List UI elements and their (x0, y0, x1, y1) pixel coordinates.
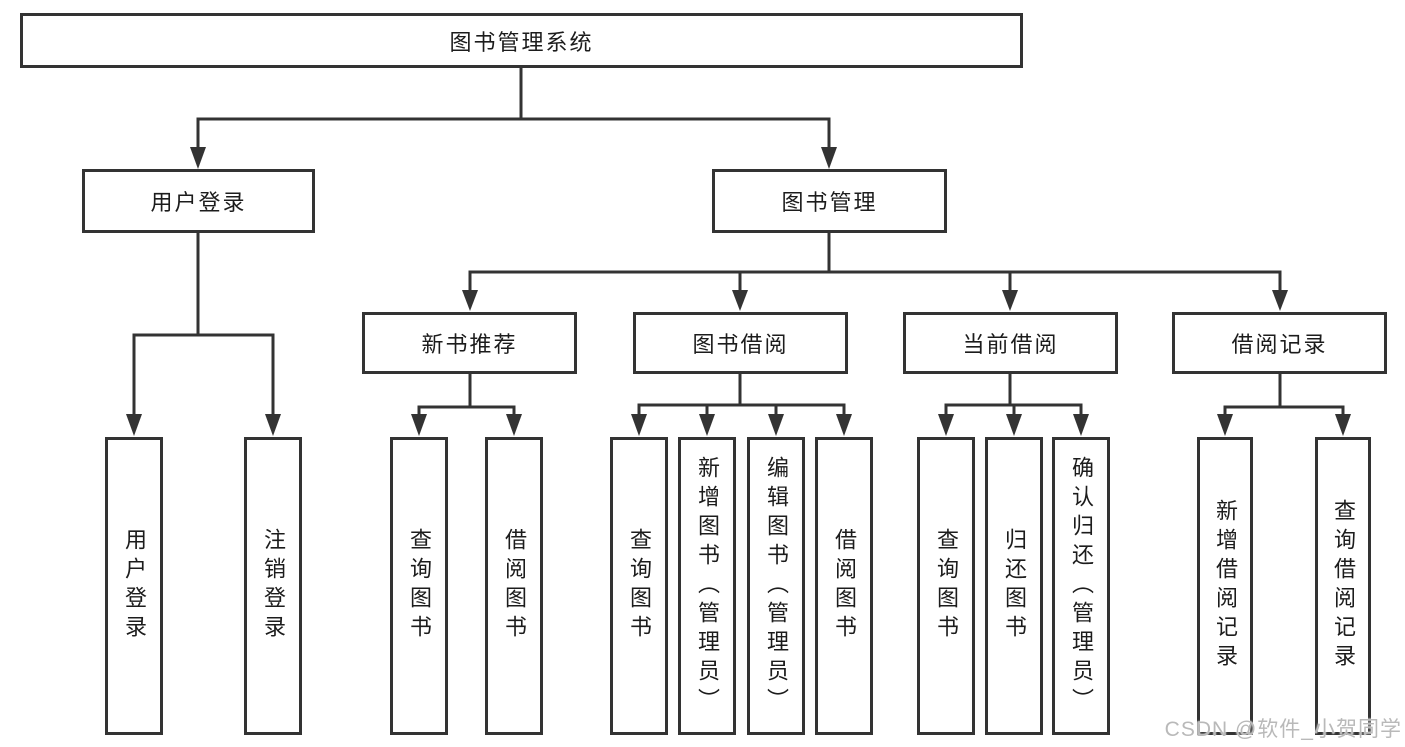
leaf-logout: 注销登录 (244, 437, 302, 735)
node-user-login: 用户登录 (82, 169, 315, 233)
leaf-query-books-current: 查询图书 (917, 437, 975, 735)
node-borrow-records: 借阅记录 (1172, 312, 1387, 374)
leaf-confirm-return-admin: 确认归还（管理员） (1052, 437, 1110, 735)
leaf-query-borrow-record: 查询借阅记录 (1315, 437, 1371, 735)
arrowheads (126, 147, 1351, 436)
node-root: 图书管理系统 (20, 13, 1023, 68)
node-current-borrow: 当前借阅 (903, 312, 1118, 374)
leaf-borrow-books: 借阅图书 (815, 437, 873, 735)
leaf-add-borrow-record: 新增借阅记录 (1197, 437, 1253, 735)
leaf-return-book: 归还图书 (985, 437, 1043, 735)
node-book-management: 图书管理 (712, 169, 947, 233)
leaf-query-books-recommend: 查询图书 (390, 437, 448, 735)
leaf-add-book-admin: 新增图书（管理员） (678, 437, 736, 735)
leaf-borrow-books-recommend: 借阅图书 (485, 437, 543, 735)
csdn-watermark: CSDN @软件_小贺同学 (1164, 718, 1402, 741)
leaf-user-login: 用户登录 (105, 437, 163, 735)
node-new-book-recommend: 新书推荐 (362, 312, 577, 374)
leaf-edit-book-admin: 编辑图书（管理员） (747, 437, 805, 735)
node-book-borrow: 图书借阅 (633, 312, 848, 374)
leaf-query-books-borrow: 查询图书 (610, 437, 668, 735)
